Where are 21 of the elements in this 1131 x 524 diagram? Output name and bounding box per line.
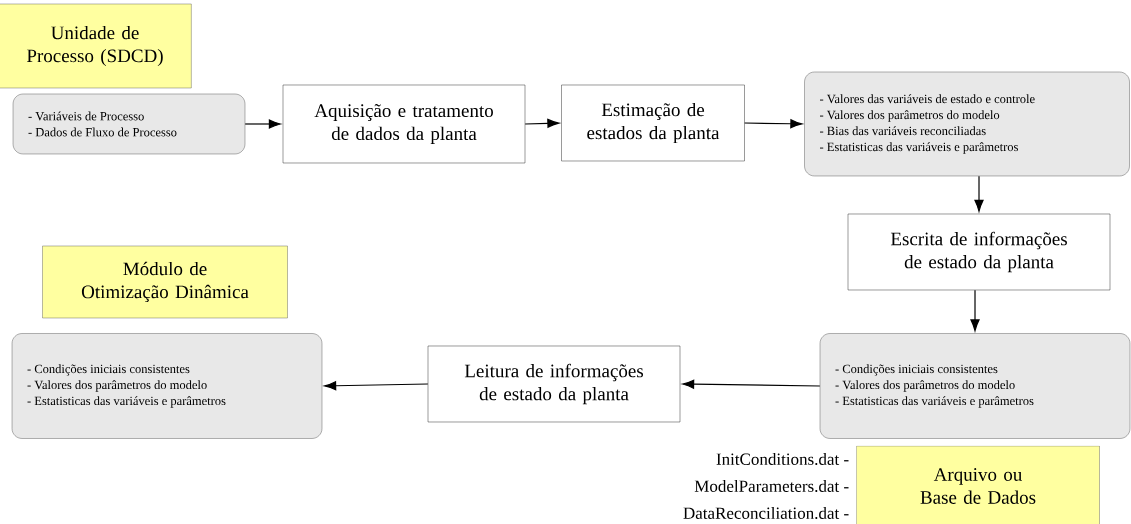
arrow — [682, 379, 821, 389]
data-list-box: - Variáveis de Processo - Dados de Fluxo de Processo — [12, 93, 246, 155]
file-name: InitConditions.dat - — [716, 453, 849, 465]
data-list-box: - Valores das variáveis de estado e controle - Valores dos parâmetros do modelo - Bias das variáveis reconciliadas - Estatisticas das variáveis e parâmetros — [804, 71, 1130, 177]
process-box: Leitura de informações de estado da planta — [427, 345, 681, 423]
process-box: Estimação de estados da planta — [561, 84, 745, 162]
file-name: ModelParameters.dat - — [694, 480, 849, 492]
arrow — [970, 289, 980, 332]
process-box: Escrita de informações de estado da planta — [847, 213, 1111, 291]
data-list-box: - Condições iniciais consistentes - Valores dos parâmetros do modelo - Estatisticas das variáveis e parâmetros — [819, 333, 1131, 439]
file-name: DataReconciliation.dat - — [683, 507, 849, 519]
process-box: Aquisição e tratamento de dados da planta — [282, 84, 526, 164]
note-box: Arquivo ou Base de Dados — [856, 445, 1100, 524]
arrow — [744, 119, 803, 129]
arrow — [324, 381, 429, 391]
arrow — [524, 118, 560, 128]
note-box: Módulo de Otimização Dinâmica — [42, 245, 288, 319]
data-list-box: - Condições iniciais consistentes - Valores dos parâmetros do modelo - Estatisticas das variáveis e parâmetros — [11, 333, 323, 439]
arrow — [244, 119, 281, 129]
note-box: Unidade de Processo (SDCD) — [0, 3, 192, 89]
arrow — [974, 175, 984, 212]
